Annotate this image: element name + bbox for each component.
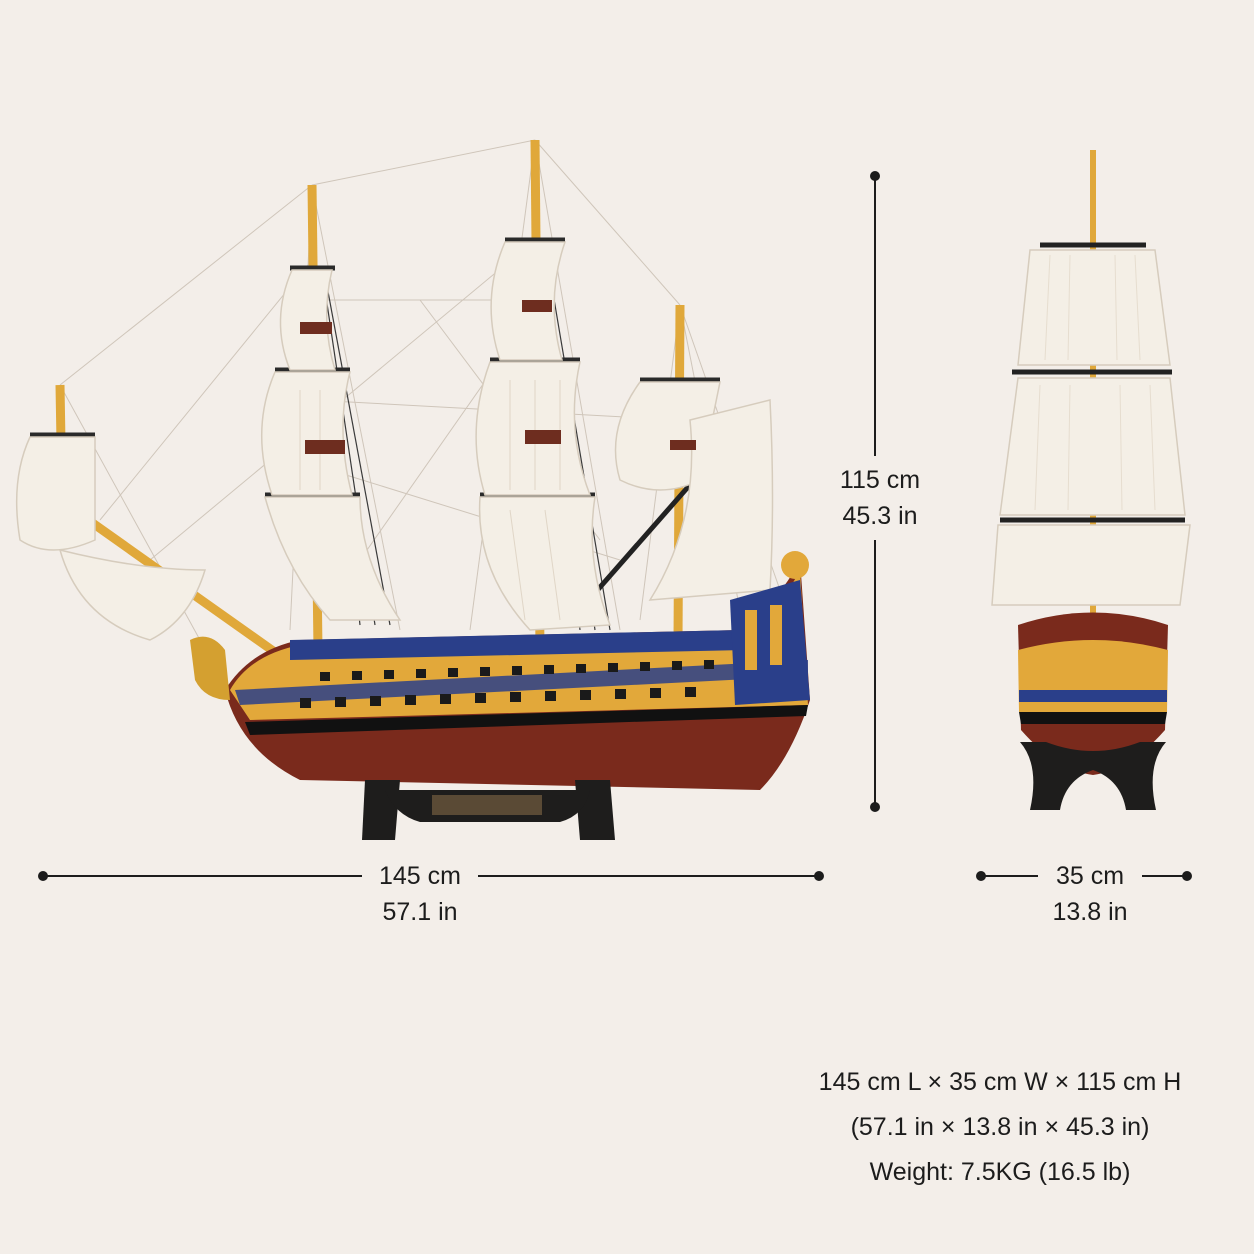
length-imperial: 57.1 in [382,898,458,926]
spec-dimensions-metric: 145 cm L × 35 cm W × 115 cm H [818,1068,1182,1096]
hull-wale [245,705,808,735]
figurehead [190,636,230,700]
dimension-lines [38,171,1192,881]
mast-tops [300,300,696,454]
length-metric: 145 cm [379,862,461,890]
height-label: 115 cm 45.3 in [800,462,960,534]
width-metric: 35 cm [1055,862,1125,890]
height-dot-top [870,171,880,181]
width-imperial: 13.8 in [1052,898,1128,926]
length-dot-right [814,871,824,881]
length-dot-left [38,871,48,881]
height-imperial: 45.3 in [842,502,918,530]
spec-summary: 145 cm L × 35 cm W × 115 cm H (57.1 in ×… [760,1060,1240,1195]
upper-blue-rail [290,630,745,660]
stern-carvings [745,551,809,670]
side-stand [362,780,615,840]
spec-weight: Weight: 7.5KG (16.5 lb) [869,1158,1131,1186]
front-sails [991,249,1191,606]
height-metric: 115 cm [839,466,921,494]
ship-front-view [991,150,1191,810]
sails [15,241,774,641]
width-dot-left [976,871,986,881]
front-yards [1000,242,1185,523]
spec-dimensions-imperial: (57.1 in × 13.8 in × 45.3 in) [850,1113,1150,1141]
front-hull-blue [1019,690,1167,702]
gun-ports [300,660,714,708]
height-dot-bottom [870,802,880,812]
ship-side-view [15,139,810,840]
hull-blue-band [235,660,808,705]
front-hull-wale [1019,712,1167,724]
front-stand [1020,742,1166,810]
front-sail-seams [1034,254,1156,511]
width-dot-right [1182,871,1192,881]
width-label: 35 cm 13.8 in [1020,858,1160,930]
length-label: 145 cm 57.1 in [320,858,520,930]
